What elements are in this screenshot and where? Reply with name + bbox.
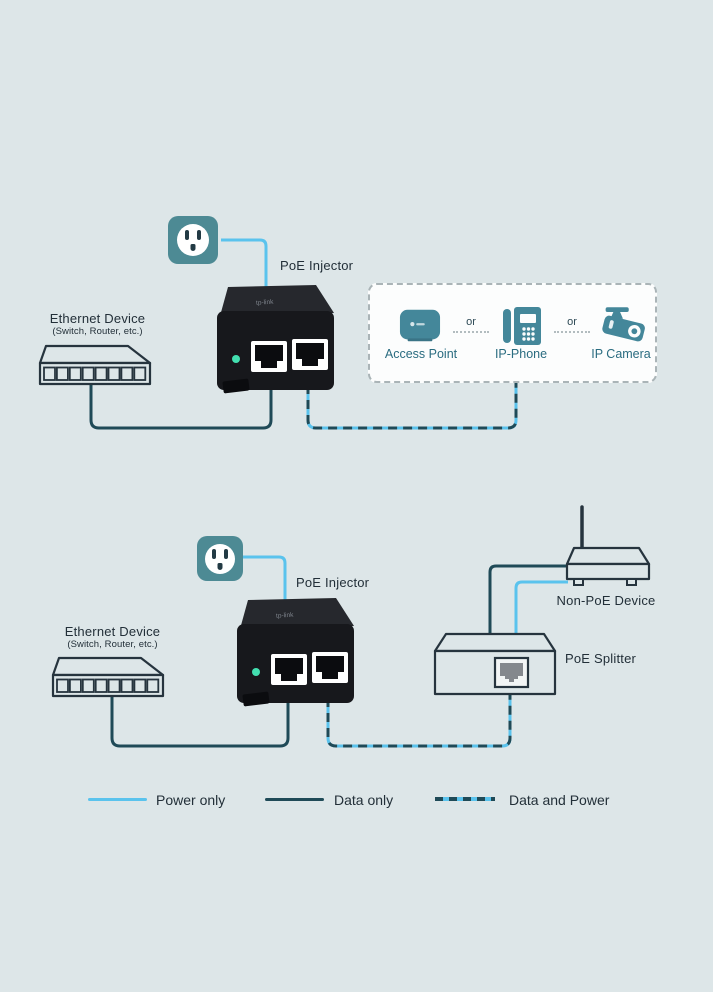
legend-power-label: Power only — [156, 792, 226, 808]
non-poe-device-drawing — [565, 505, 651, 586]
outlet-slot — [190, 244, 196, 251]
poe-injector-device: tp-link — [237, 598, 354, 707]
ethernet-switch-drawing — [38, 344, 152, 386]
splitter-power-wire — [514, 580, 568, 640]
non-poe-device-label: Non-PoE Device — [556, 593, 656, 608]
outlet-slot — [217, 562, 223, 570]
access-point-label: Access Point — [384, 347, 458, 361]
legend-data-power-label: Data and Power — [509, 792, 610, 808]
ip-phone-icon — [503, 307, 541, 345]
access-point-icon — [399, 309, 441, 342]
outlet-face — [205, 543, 235, 574]
svg-text:tp-link: tp-link — [256, 299, 275, 307]
poe-injector-device: tp-link — [217, 285, 334, 394]
legend-data-power-line-sample — [435, 797, 495, 801]
ethernet-device-caption: Ethernet Device (Switch, Router, etc.) — [50, 624, 175, 650]
legend-data-label: Data only — [334, 792, 394, 808]
ip-camera-icon — [602, 307, 645, 342]
power-outlet-icon — [168, 216, 218, 264]
data-wire-bottom — [110, 694, 290, 748]
poe-splitter-label: PoE Splitter — [565, 651, 637, 666]
data-power-wire-top-dashes — [306, 376, 518, 430]
poe-injector-label: PoE Injector — [296, 575, 370, 590]
poe-injector-label: PoE Injector — [280, 258, 354, 273]
data-power-wire-top-base — [306, 376, 518, 430]
splitter-data-wire — [488, 564, 567, 640]
data-power-wire-bottom-dashes — [326, 692, 512, 748]
outlet-face — [177, 224, 209, 256]
ethernet-device-subtitle: (Switch, Router, etc.) — [67, 639, 158, 650]
or-separator: or — [554, 316, 590, 333]
ethernet-device-caption: Ethernet Device (Switch, Router, etc.) — [35, 311, 160, 337]
legend-data-line-sample — [265, 798, 324, 801]
outlet-slot — [212, 548, 216, 559]
legend-power-line-sample — [88, 798, 147, 801]
power-wire-bottom — [243, 555, 287, 615]
ethernet-device-title: Ethernet Device — [49, 311, 146, 326]
data-wire-top — [89, 375, 273, 430]
outlet-slot — [197, 230, 201, 240]
outlet-slot — [185, 230, 189, 240]
or-separator: or — [453, 316, 489, 333]
ip-camera-label: IP Camera — [591, 347, 651, 361]
power-wire-top — [221, 238, 268, 300]
powered-devices-box: Access Point or IP-Phone or — [368, 283, 657, 383]
outlet-slot — [224, 548, 228, 559]
ethernet-device-subtitle: (Switch, Router, etc.) — [52, 326, 143, 337]
ethernet-switch-drawing — [51, 656, 165, 698]
power-outlet-icon — [197, 536, 243, 581]
svg-text:tp-link: tp-link — [276, 612, 295, 620]
poe-splitter-drawing — [433, 632, 557, 696]
ethernet-device-title: Ethernet Device — [64, 624, 161, 639]
ip-phone-label: IP-Phone — [494, 347, 548, 361]
